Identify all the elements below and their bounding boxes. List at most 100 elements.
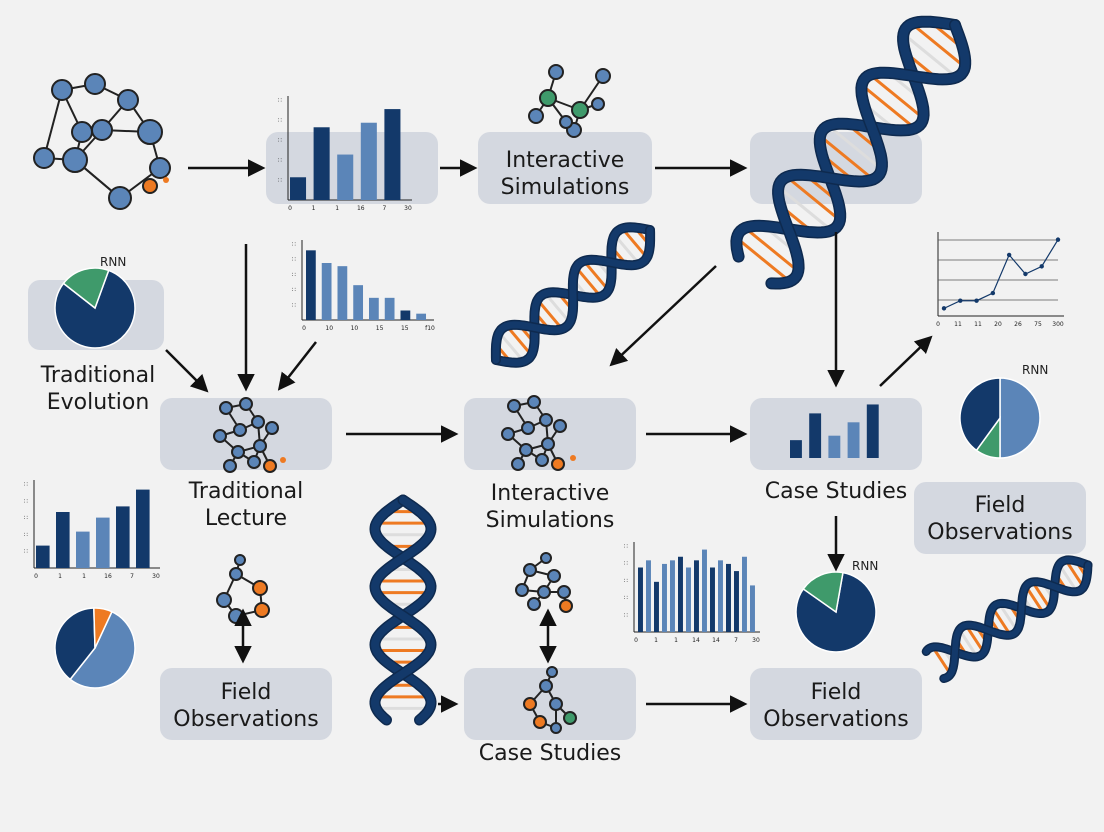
network-node — [523, 697, 537, 711]
pie-slice — [69, 610, 136, 689]
x-tick-label: 7 — [130, 573, 134, 580]
x-tick-label: 1 — [82, 573, 86, 580]
network-node — [501, 427, 515, 441]
dna-rung — [613, 233, 641, 266]
network-node — [253, 439, 267, 453]
network-node — [51, 79, 73, 101]
x-tick-label: 15 — [401, 325, 409, 332]
pie-slice — [62, 267, 110, 310]
network-node — [528, 108, 544, 124]
network-node — [216, 592, 232, 608]
dna-rung — [497, 331, 525, 363]
bar — [710, 567, 715, 632]
network-node — [33, 147, 55, 169]
network-node — [149, 157, 171, 179]
bar — [638, 567, 643, 632]
dna-rung — [902, 32, 958, 79]
network-icon-case-bottom — [523, 666, 577, 734]
network-node — [137, 119, 163, 145]
x-tick-label: f10 — [425, 325, 435, 332]
data-point — [1055, 237, 1061, 242]
x-tick-label: 30 — [404, 205, 412, 212]
network-node — [71, 121, 93, 143]
network-node — [223, 459, 237, 473]
label-field-observations-bottom-right: Field Observations — [763, 680, 909, 732]
label-interactive-simulations-top: Interactive Simulations — [500, 148, 630, 200]
data-point — [941, 306, 947, 311]
bar — [809, 413, 822, 458]
box-field-observations-left — [160, 668, 332, 740]
dna-strand — [492, 226, 654, 364]
bar — [416, 313, 427, 320]
y-tick-label: ∷ — [292, 271, 296, 278]
arrow — [165, 349, 209, 393]
bar — [750, 585, 755, 632]
x-tick-label: 30 — [752, 637, 760, 644]
x-tick-label: 7 — [734, 637, 738, 644]
box-case-studies — [750, 398, 922, 470]
network-node — [550, 722, 562, 734]
box-traditional-lecture — [160, 398, 332, 470]
network-edge — [43, 89, 63, 159]
bar — [742, 556, 747, 632]
data-point — [1039, 264, 1044, 269]
dna-rung — [574, 266, 602, 298]
y-tick-label: ∷ — [624, 560, 628, 567]
y-tick-label: ∷ — [24, 515, 28, 522]
network-node — [62, 147, 88, 173]
network-node — [563, 711, 577, 725]
network-node — [117, 89, 139, 111]
x-tick-label: 1 — [335, 205, 339, 212]
label-field-observations-right-top: Field Observations — [927, 493, 1073, 545]
bar — [116, 506, 130, 568]
network-icon-sim-bottom — [515, 552, 573, 613]
dna-rung — [505, 324, 533, 357]
x-tick-label: 10 — [325, 325, 333, 332]
bar — [290, 177, 307, 200]
x-tick-label: 11 — [974, 321, 982, 328]
network-node — [108, 186, 132, 210]
network-node — [523, 563, 537, 577]
x-tick-label: 14 — [692, 637, 700, 644]
bar — [76, 531, 90, 568]
box-interactive-simulations-top — [478, 132, 652, 204]
bar — [360, 122, 377, 200]
series-line — [943, 239, 1059, 309]
x-tick-label: 26 — [1014, 321, 1022, 328]
pie-chart-left-bottom — [54, 607, 136, 689]
x-tick-label: 16 — [357, 205, 365, 212]
pie-slice — [93, 607, 113, 649]
network-node-dot — [163, 177, 169, 183]
network-node — [239, 397, 253, 411]
x-tick-label: 11 — [954, 321, 962, 328]
network-node — [233, 423, 247, 437]
network-node — [559, 599, 573, 613]
network-node — [231, 445, 245, 459]
arrows-layer — [165, 159, 933, 713]
bar — [678, 556, 683, 632]
bar — [847, 422, 860, 458]
network-node — [547, 569, 561, 583]
y-tick-label: ∷ — [624, 612, 628, 619]
y-tick-label: ∷ — [278, 97, 282, 104]
x-tick-label: 16 — [104, 573, 112, 580]
arrow — [609, 265, 717, 367]
bar — [337, 266, 348, 320]
y-tick-label: ∷ — [292, 287, 296, 294]
network-node — [546, 666, 558, 678]
dna-rung — [777, 185, 833, 232]
bar — [353, 285, 364, 320]
y-tick-label: ∷ — [624, 543, 628, 550]
bar — [136, 489, 150, 568]
y-tick-label: ∷ — [24, 531, 28, 538]
dna-rung — [827, 124, 883, 171]
pie-label: RNN — [852, 559, 878, 573]
dna-rung — [931, 646, 952, 676]
network-node — [84, 73, 106, 95]
dna-strand — [766, 20, 970, 288]
y-tick-label: ∷ — [278, 157, 282, 164]
bar — [662, 563, 667, 632]
x-tick-label: 20 — [994, 321, 1002, 328]
pie-chart-bottom-right: RNN — [795, 559, 878, 653]
